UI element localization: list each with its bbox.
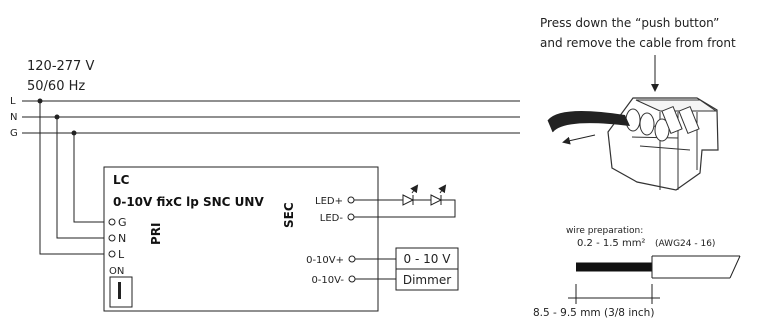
wire-awg: (AWG24 - 16) — [655, 239, 715, 249]
wire-l — [39, 101, 104, 255]
wire-strip-length: 8.5 - 9.5 mm (3/8 inch) — [533, 307, 654, 319]
wire-n — [56, 117, 104, 239]
terminal-label-led-minus: LED- — [320, 213, 344, 224]
terminal-label-led-plus: LED+ — [315, 196, 343, 207]
terminal-l — [108, 250, 116, 258]
terminal-label-g: G — [118, 216, 127, 229]
terminal-block-illustration — [547, 97, 719, 191]
supply-voltage: 120-277 V — [27, 59, 94, 74]
terminal-led-minus — [347, 213, 355, 221]
terminal-n — [108, 234, 116, 242]
dimmer-name: Dimmer — [403, 273, 451, 287]
wire-cross-section: 0.2 - 1.5 mm² — [577, 238, 645, 249]
driver-box — [103, 166, 379, 312]
line-label-n: N — [10, 112, 17, 123]
led-string — [354, 184, 456, 218]
dimmer-range: 0 - 10 V — [404, 252, 452, 266]
terminal-label-n: N — [118, 232, 126, 245]
wire-g — [73, 133, 104, 223]
switch-label: ON — [109, 266, 124, 277]
terminal-g — [108, 218, 116, 226]
on-switch-lever — [118, 282, 121, 299]
primary-label: PRI — [149, 223, 163, 246]
line-label-l: L — [10, 96, 16, 107]
terminal-label-dim-plus: 0-10V+ — [306, 255, 344, 266]
terminal-dim-plus — [348, 255, 356, 263]
terminal-label-dim-minus: 0-10V- — [311, 275, 344, 286]
instruction-line-2: and remove the cable from front — [540, 36, 736, 50]
supply-frequency: 50/60 Hz — [27, 79, 85, 94]
terminal-led-plus — [347, 196, 355, 204]
secondary-label: SEC — [282, 202, 296, 228]
line-label-g: G — [10, 128, 18, 139]
wire-illustration — [568, 255, 741, 304]
instruction-line-1: Press down the “push button” — [540, 16, 719, 30]
terminal-dim-minus — [348, 275, 356, 283]
terminal-label-l: L — [118, 248, 125, 261]
driver-model: 0-10V fixC lp SNC UNV — [113, 195, 264, 209]
wire-prep-title: wire preparation: — [566, 226, 643, 236]
driver-brand: LC — [113, 173, 130, 187]
